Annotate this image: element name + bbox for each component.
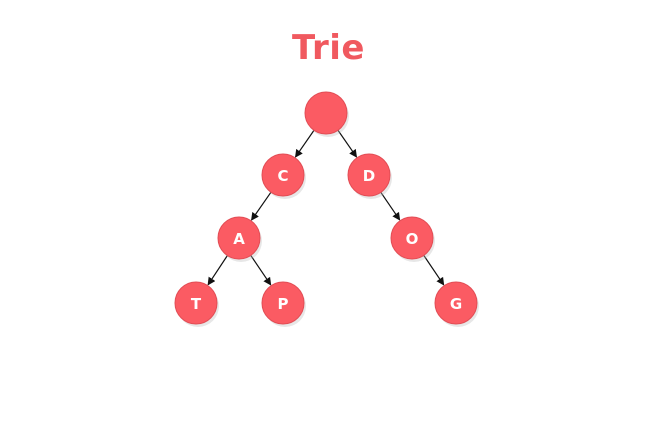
node-circle xyxy=(304,91,348,135)
node-circle xyxy=(261,153,305,197)
node-label: A xyxy=(233,230,245,248)
node-label: P xyxy=(278,295,289,313)
diagram-title: Trie xyxy=(292,28,365,68)
edge-d-o xyxy=(380,192,401,221)
node-root xyxy=(304,91,349,137)
node-label: T xyxy=(191,295,202,313)
edge-root-c xyxy=(294,129,315,158)
node-c: C xyxy=(261,153,306,199)
edge-o-g xyxy=(423,255,445,286)
node-circle xyxy=(390,216,434,260)
node-t: T xyxy=(174,281,219,327)
node-label: D xyxy=(363,167,375,185)
node-circle xyxy=(347,153,391,197)
edge-a-t xyxy=(207,255,228,286)
node-d: D xyxy=(347,153,392,199)
edge-a-p xyxy=(250,255,272,286)
edge-c-a xyxy=(251,191,272,221)
node-a: A xyxy=(217,216,262,262)
node-label: O xyxy=(406,230,419,248)
node-circle xyxy=(174,281,218,325)
node-label: G xyxy=(450,295,462,313)
node-o: O xyxy=(390,216,435,262)
node-circle xyxy=(261,281,305,325)
node-g: G xyxy=(434,281,479,327)
node-p: P xyxy=(261,281,306,327)
edge-root-d xyxy=(337,129,358,158)
node-circle xyxy=(217,216,261,260)
edges-layer xyxy=(207,129,445,286)
nodes-layer: C D A O T P G xyxy=(174,91,479,327)
node-circle xyxy=(434,281,478,325)
node-label: C xyxy=(277,167,288,185)
